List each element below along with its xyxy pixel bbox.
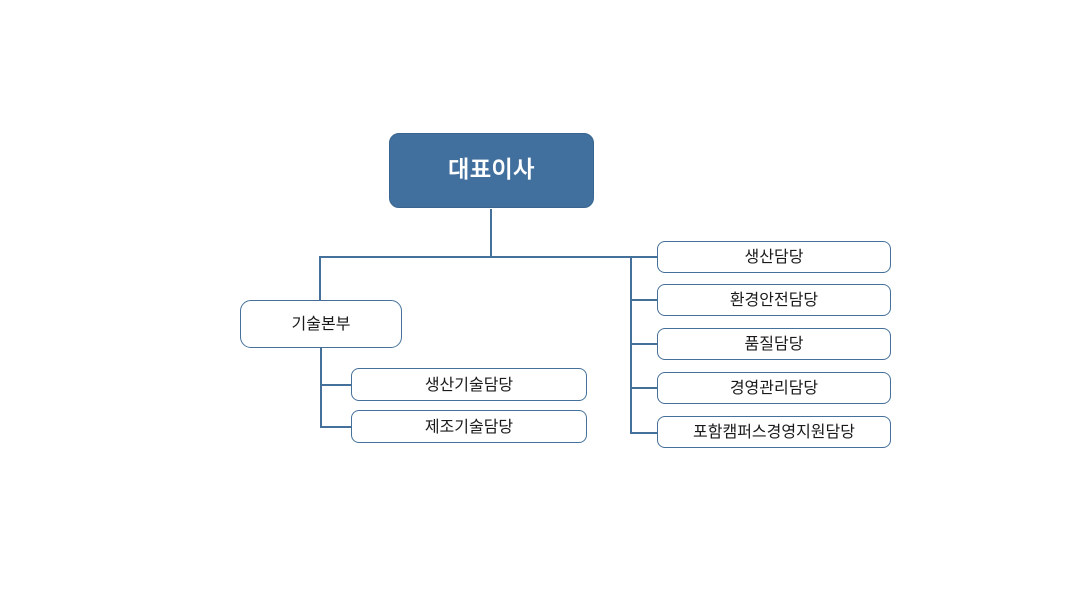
node-pohang-campus-management-support-team[interactable]: 포함캠퍼스경영지원담당 — [657, 416, 891, 448]
connector-right-stub-5 — [630, 432, 658, 434]
node-environment-safety-team[interactable]: 환경안전담당 — [657, 284, 891, 316]
connector-right-stub-4 — [630, 387, 658, 389]
connector-main-bus — [319, 256, 631, 258]
node-management-administration-team[interactable]: 경영관리담당 — [657, 372, 891, 404]
connector-left-drop — [319, 256, 321, 301]
connector-root-stem — [490, 209, 492, 257]
node-quality-team[interactable]: 품질담당 — [657, 328, 891, 360]
node-production-technology-team[interactable]: 생산기술담당 — [351, 368, 587, 401]
connector-right-stub-2 — [630, 299, 658, 301]
node-technology-division[interactable]: 기술본부 — [240, 300, 402, 348]
connector-right-stub-3 — [630, 343, 658, 345]
node-ceo[interactable]: 대표이사 — [389, 133, 594, 208]
connector-left-sub-spine — [320, 348, 322, 426]
node-manufacturing-technology-team[interactable]: 제조기술담당 — [351, 410, 587, 443]
connector-left-sub-stub-2 — [320, 426, 351, 428]
connector-left-sub-stub-1 — [320, 384, 351, 386]
connector-right-stub-1 — [630, 256, 658, 258]
node-production-team[interactable]: 생산담당 — [657, 241, 891, 273]
